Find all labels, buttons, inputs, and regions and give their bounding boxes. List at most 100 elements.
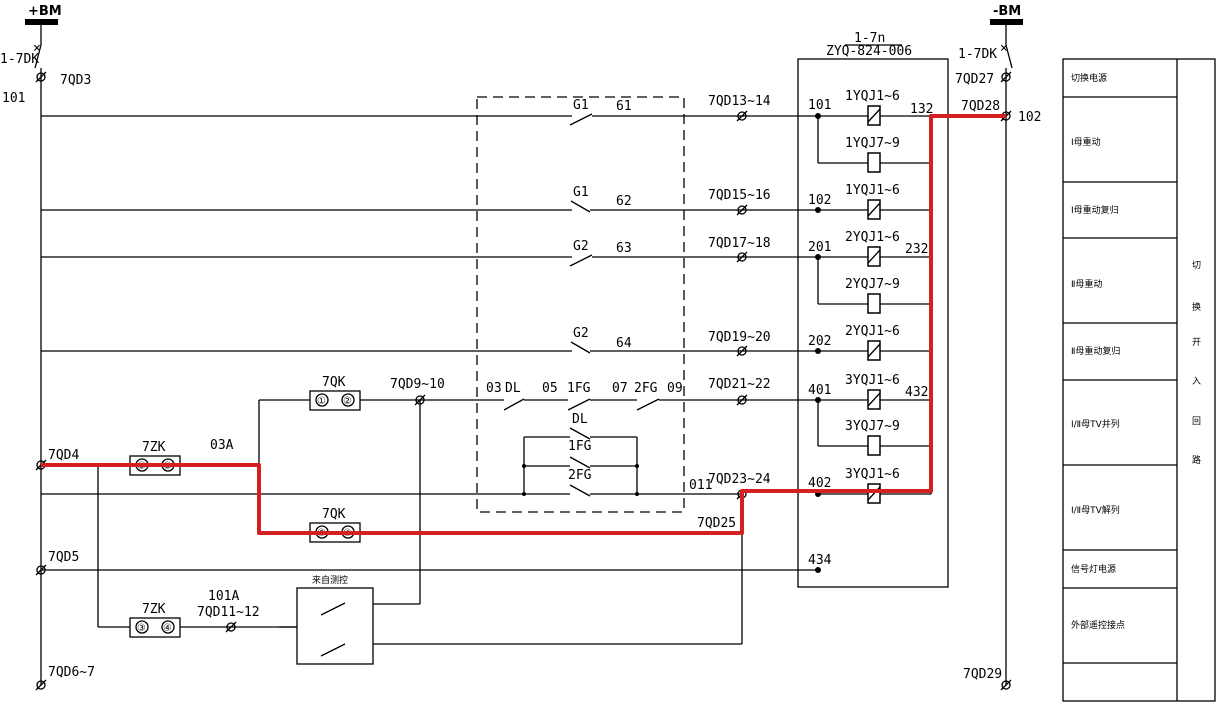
device-title: 1-7n — [854, 31, 885, 46]
terminal-7qd27: 7QD27 — [955, 72, 994, 87]
svg-text:7QD9~10: 7QD9~10 — [390, 377, 445, 392]
svg-text:③: ③ — [137, 623, 146, 634]
svg-text:DL: DL — [505, 381, 521, 396]
device-box — [797, 58, 949, 588]
svg-text:1FG: 1FG — [567, 381, 591, 396]
svg-text:432: 432 — [905, 385, 928, 400]
right-switch-blade — [1005, 44, 1013, 69]
svg-text:63: 63 — [616, 241, 632, 256]
svg-text:202: 202 — [808, 334, 831, 349]
legend-side-title: 入 — [1192, 376, 1201, 387]
svg-text:②: ② — [343, 396, 352, 407]
svg-text:7ZK: 7ZK — [142, 440, 166, 455]
svg-text:434: 434 — [808, 553, 832, 568]
svg-text:7QD11~12: 7QD11~12 — [197, 605, 260, 620]
svg-text:64: 64 — [616, 336, 632, 351]
g2-contact-64 — [570, 341, 591, 354]
pos-bus-label: +BM — [28, 4, 62, 19]
svg-text:7QD15~16: 7QD15~16 — [708, 188, 771, 203]
svg-text:2FG: 2FG — [568, 468, 592, 483]
2fg-contact — [636, 398, 660, 411]
highlighted-current-path — [41, 114, 1006, 535]
terminal-7qd28: 7QD28 — [961, 99, 1000, 114]
switch-group-dashed-box — [476, 96, 685, 513]
svg-text:09: 09 — [667, 381, 683, 396]
svg-text:7QD21~22: 7QD21~22 — [708, 377, 771, 392]
remote-control-box — [296, 587, 374, 665]
svg-text:03: 03 — [486, 381, 502, 396]
neg-bus-label: -BM — [993, 4, 1021, 19]
svg-text:7QK: 7QK — [322, 507, 346, 522]
svg-text:101A: 101A — [208, 589, 239, 604]
dl-contact — [503, 398, 525, 411]
svg-text:2YQJ1~6: 2YQJ1~6 — [845, 324, 900, 339]
svg-text:201: 201 — [808, 240, 831, 255]
svg-text:G1: G1 — [573, 185, 589, 200]
legend-side-title: 切 — [1192, 260, 1201, 271]
svg-text:来自测控: 来自测控 — [312, 574, 348, 586]
legend-row: 切换电源 — [1071, 72, 1107, 84]
right-switch-label: 1-7DK — [958, 47, 997, 62]
svg-text:④: ④ — [163, 623, 172, 634]
terminal-7qd4: 7QD4 — [48, 448, 79, 463]
terminal-7qd5: 7QD5 — [48, 550, 79, 565]
svg-text:1YQJ1~6: 1YQJ1~6 — [845, 183, 900, 198]
svg-text:G2: G2 — [573, 326, 589, 341]
node-102-right: 102 — [1018, 110, 1041, 125]
svg-text:G1: G1 — [573, 98, 589, 113]
1fg-contact — [567, 398, 591, 411]
svg-text:132: 132 — [910, 102, 933, 117]
svg-text:7QD13~14: 7QD13~14 — [708, 94, 771, 109]
svg-text:07: 07 — [612, 381, 628, 396]
legend-side-title: 开 — [1192, 337, 1201, 348]
legend-row: 外部遥控接点 — [1071, 619, 1125, 631]
g1-contact-62 — [570, 200, 591, 213]
svg-text:2YQJ1~6: 2YQJ1~6 — [845, 230, 900, 245]
terminal-7qd3: 7QD3 — [60, 73, 91, 88]
left-switch-blade — [34, 44, 42, 69]
svg-text:1YQJ7~9: 1YQJ7~9 — [845, 136, 900, 151]
svg-text:03A: 03A — [210, 438, 234, 453]
svg-text:×: × — [1000, 41, 1008, 56]
svg-text:1FG: 1FG — [568, 439, 592, 454]
svg-text:×: × — [33, 41, 41, 56]
svg-text:011: 011 — [689, 478, 712, 493]
svg-text:102: 102 — [808, 193, 831, 208]
legend-table: 切换电源 Ⅰ母重动 Ⅰ母重动复归 Ⅱ母重动 Ⅱ母重动复归 Ⅰ/Ⅱ母TV并列 Ⅰ/… — [1062, 58, 1216, 702]
svg-text:7QD17~18: 7QD17~18 — [708, 236, 771, 251]
legend-row: Ⅱ母重动复归 — [1071, 345, 1120, 357]
svg-text:62: 62 — [616, 194, 632, 209]
legend-row: Ⅱ母重动 — [1071, 278, 1102, 290]
svg-text:232: 232 — [905, 242, 928, 257]
svg-text:101: 101 — [808, 98, 831, 113]
svg-text:1YQJ1~6: 1YQJ1~6 — [845, 89, 900, 104]
legend-side-title: 路 — [1192, 454, 1201, 466]
svg-text:DL: DL — [572, 412, 588, 427]
svg-text:7QD19~20: 7QD19~20 — [708, 330, 771, 345]
svg-text:2FG: 2FG — [634, 381, 658, 396]
legend-row: Ⅰ母重动 — [1071, 136, 1101, 148]
svg-text:7QD25: 7QD25 — [697, 516, 736, 531]
svg-text:05: 05 — [542, 381, 558, 396]
svg-text:3YQJ7~9: 3YQJ7~9 — [845, 419, 900, 434]
terminal-7qd29: 7QD29 — [963, 667, 1002, 682]
node-101: 101 — [2, 91, 25, 106]
legend-side-title: 回 — [1192, 416, 1201, 427]
svg-text:401: 401 — [808, 383, 831, 398]
legend-row: Ⅰ/Ⅱ母TV解列 — [1071, 504, 1120, 516]
svg-text:①: ① — [317, 396, 326, 407]
svg-text:3YQJ1~6: 3YQJ1~6 — [845, 373, 900, 388]
g2-contact-63 — [569, 254, 593, 267]
svg-text:3YQJ1~6: 3YQJ1~6 — [845, 467, 900, 482]
pos-bus-bar — [25, 19, 58, 25]
legend-side-title: 换 — [1192, 301, 1201, 313]
svg-text:7ZK: 7ZK — [142, 602, 166, 617]
svg-text:2YQJ7~9: 2YQJ7~9 — [845, 277, 900, 292]
svg-text:402: 402 — [808, 476, 831, 491]
g1-contact-61 — [569, 113, 593, 126]
terminal-7qd6-7: 7QD6~7 — [48, 665, 95, 680]
left-switch-label: 1-7DK — [0, 52, 39, 67]
svg-text:7QD23~24: 7QD23~24 — [708, 472, 771, 487]
svg-text:G2: G2 — [573, 239, 589, 254]
